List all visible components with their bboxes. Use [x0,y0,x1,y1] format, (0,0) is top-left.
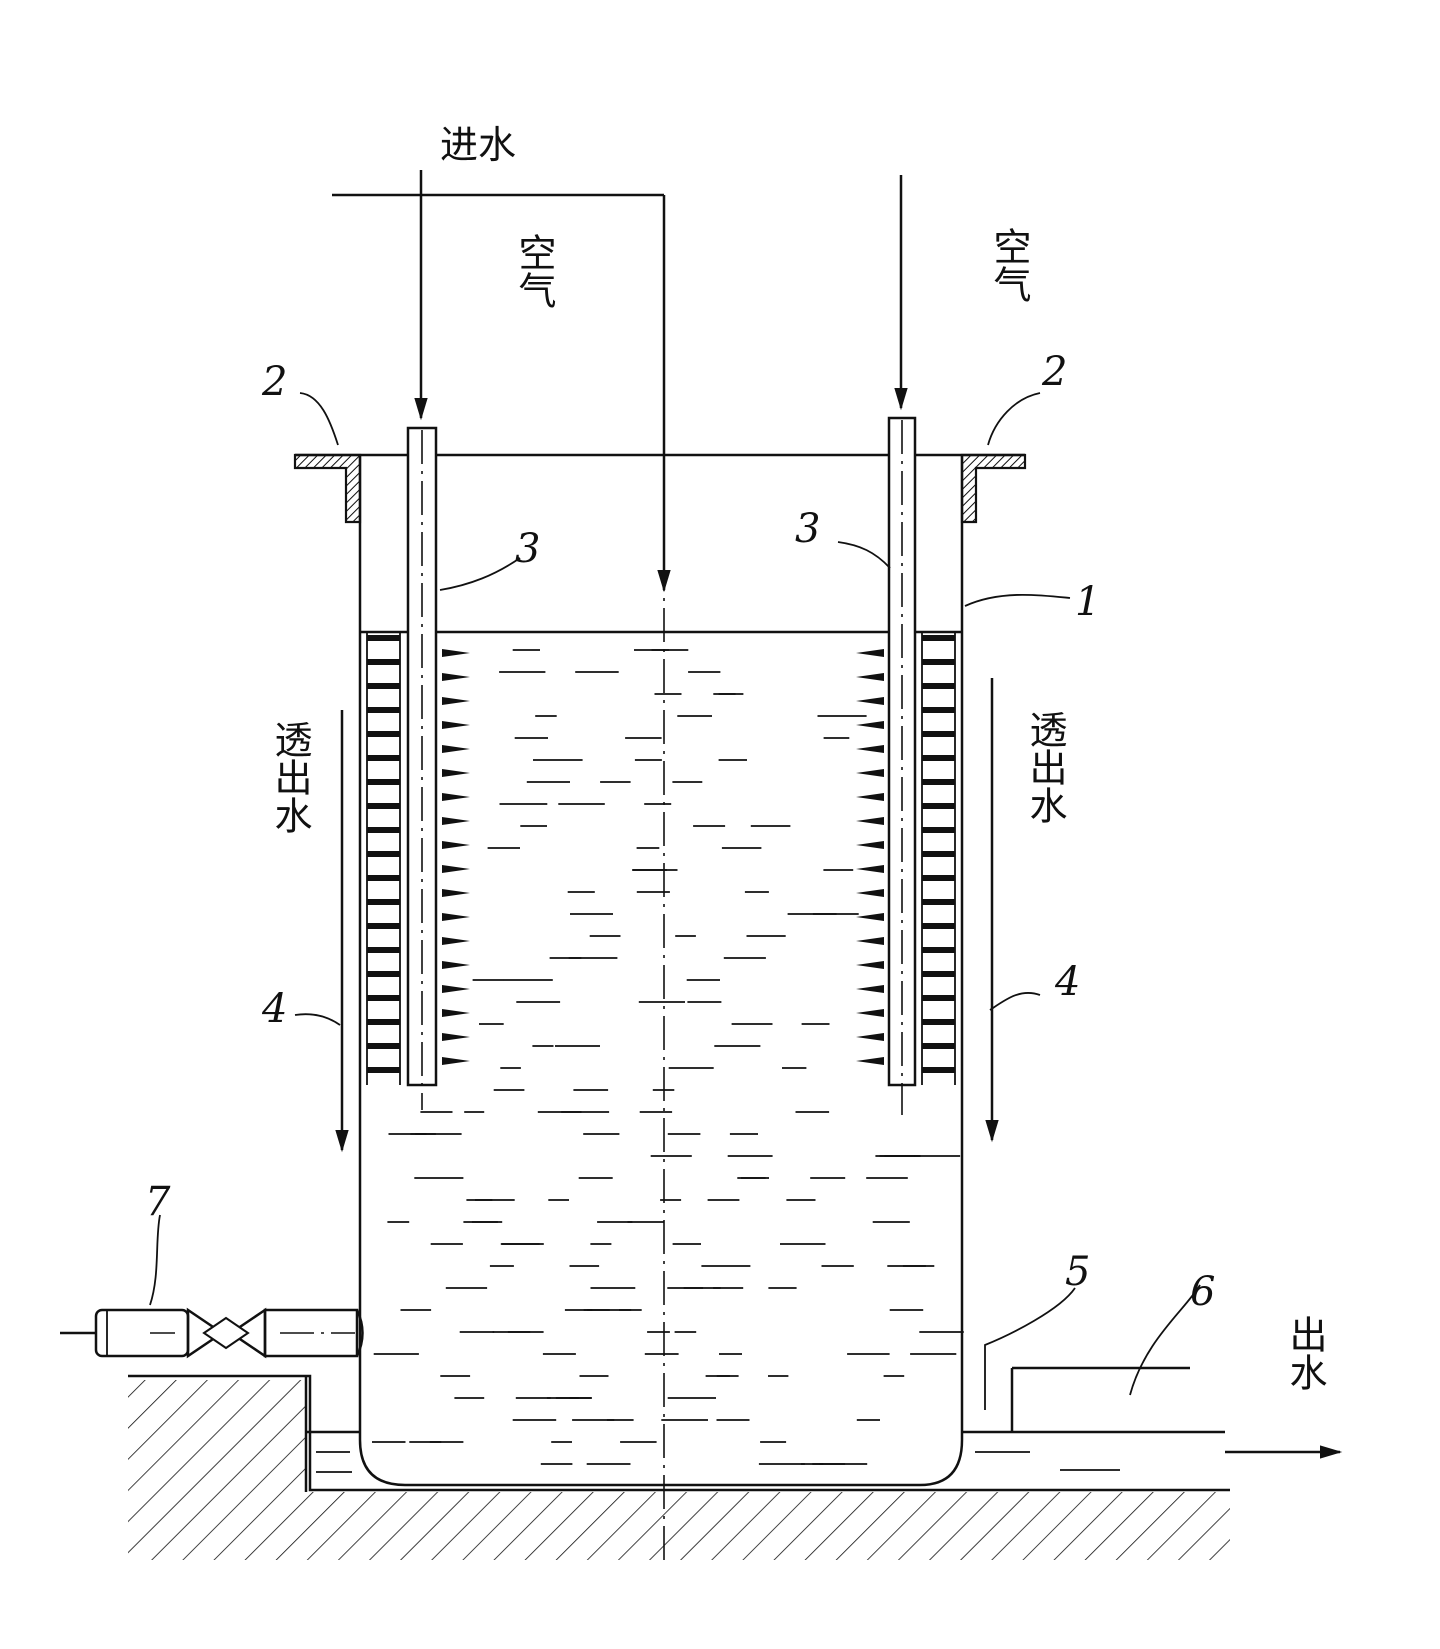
water-surface-marks [372,649,964,1465]
outlet-water-label: 出水 [1283,1315,1327,1391]
air-label-right: 空气 [955,227,1031,302]
part-5-label: 5 [1065,1249,1090,1295]
part-6-label: 6 [1190,1269,1215,1315]
air-pipe-left [406,170,438,1110]
ground-foundation [128,1374,1230,1560]
drain-valve [60,1307,364,1359]
overflow-weir [1010,1366,1190,1432]
part-3-left-label: 3 [515,526,540,572]
part-2-right-label: 2 [1041,349,1067,395]
sump-water [306,1430,1225,1473]
permeate-label-right: 透出水 [1023,710,1067,824]
flange-left [293,453,362,524]
inlet-water-label: 进水 [440,123,516,167]
part-7-label: 7 [145,1179,171,1225]
part-4-right-label: 4 [1054,959,1080,1005]
air-label-right-text: 空气 [955,227,1031,302]
flange-right [960,453,1027,524]
part-3-right-label: 3 [795,506,820,552]
air-label-left-text: 空气 [480,233,556,308]
permeate-label-left: 透出水 [268,720,312,834]
membrane-modules [366,632,956,1085]
leader-lines [149,392,1201,1410]
part-4-left-label: 4 [261,986,287,1032]
air-pipe-right [887,175,917,1115]
air-label-left: 空气 [480,233,556,308]
inlet-water-pipe [332,193,671,593]
part-1-label: 1 [1075,579,1100,625]
part-2-left-label: 2 [261,359,287,405]
